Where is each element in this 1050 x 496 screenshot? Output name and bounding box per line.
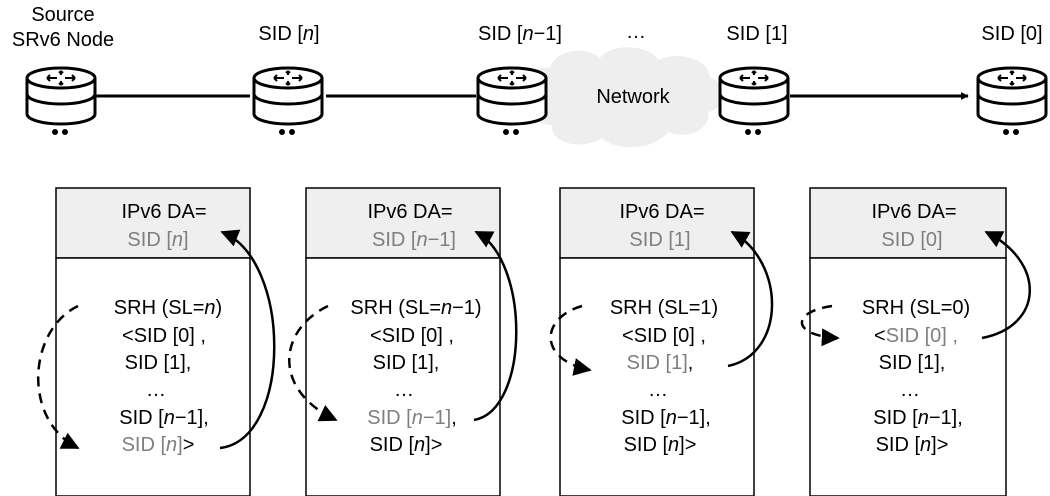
packet-4-srh: SRH (SL=0) — [862, 297, 970, 319]
packet-2-srh: SRH (SL=n−1) — [350, 297, 481, 319]
router-icon-sid-n — [252, 66, 324, 137]
packet-1-list-sid0: <SID [0] , — [122, 325, 206, 347]
packet-4-list-ellipsis: … — [900, 379, 920, 401]
node-label-sid-1: SID [1] — [726, 23, 787, 45]
packet-4-list-sidn: SID [n]> — [876, 434, 949, 456]
packet-4-list-sid1: SID [1], — [879, 352, 946, 374]
packet-2-list-sidn1: SID [n−1], — [367, 407, 457, 429]
packet-2-da-value: SID [n−1] — [372, 229, 456, 251]
packet-2-header-box — [305, 187, 501, 259]
packet-3-list-sid0: <SID [0] , — [622, 325, 706, 347]
packet-2-list-sid0: <SID [0] , — [370, 325, 454, 347]
packet-3-da-label: IPv6 DA= — [619, 201, 704, 223]
packet-1-da-label: IPv6 DA= — [121, 201, 206, 223]
packet-4-solid-arrow — [981, 230, 1031, 340]
packet-4: IPv6 DA= SID [0] SRH (SL=0) <SID [0] , S… — [800, 187, 1031, 496]
packet-3-srh: SRH (SL=1) — [610, 297, 718, 319]
packet-2-solid-arrow — [473, 230, 518, 422]
packet-3-da-value: SID [1] — [629, 229, 690, 251]
packet-4-body-box — [809, 257, 1007, 496]
node-label-sid-n-1: SID [n−1] — [478, 23, 562, 45]
packet-3-solid-arrow — [727, 230, 774, 368]
packet-2-dashed-arrow — [288, 304, 338, 422]
packet-2-list-sidn: SID [n]> — [370, 434, 443, 456]
packet-1-list-sid1: SID [1], — [125, 352, 192, 374]
packet-3-body-box — [559, 257, 755, 496]
packet-4-list-sid0: <SID [0] , — [874, 325, 958, 347]
packet-2-list-ellipsis: … — [394, 379, 414, 401]
packet-4-da-value: SID [0] — [881, 229, 942, 251]
router-icon-source — [25, 66, 97, 137]
packet-2-list-sid1: SID [1], — [373, 352, 440, 374]
packet-3-list-sidn1: SID [n−1], — [621, 407, 711, 429]
packet-1-body-box — [55, 257, 251, 496]
packet-1-dashed-arrow — [37, 304, 80, 450]
packet-1-header-box — [55, 187, 251, 259]
packet-4-header-box — [809, 187, 1007, 259]
node-label-sid-0: SID [0] — [981, 23, 1042, 45]
router-icon-sid-n-1 — [476, 66, 548, 137]
packet-2-body-box — [305, 257, 501, 496]
source-node-label-line1: Source — [31, 4, 94, 26]
packet-1-da-value: SID [n] — [127, 229, 188, 251]
packet-3: IPv6 DA= SID [1] SRH (SL=1) <SID [0] , S… — [549, 187, 774, 496]
packet-3-header-box — [559, 187, 755, 259]
packet-2-da-label: IPv6 DA= — [367, 201, 452, 223]
packet-1-srh: SRH (SL=n) — [114, 297, 222, 319]
node-label-ellipsis: … — [626, 21, 646, 43]
packet-3-list-ellipsis: … — [648, 379, 668, 401]
packet-3-list-sidn: SID [n]> — [624, 434, 697, 456]
packet-1-list-sidn1: SID [n−1], — [119, 407, 209, 429]
packet-1: IPv6 DA= SID [n] SRH (SL=n) <SID [0] , S… — [37, 187, 276, 496]
packet-2: IPv6 DA= SID [n−1] SRH (SL=n−1) <SID [0]… — [288, 187, 518, 496]
network-label: Network — [596, 86, 670, 108]
router-icon-sid-0 — [976, 66, 1048, 137]
node-label-sid-n: SID [n] — [258, 23, 319, 45]
packet-1-list-sidn: SID [n]> — [122, 434, 195, 456]
network-cloud — [527, 47, 724, 148]
packet-3-list-sid1: SID [1], — [627, 352, 694, 374]
packet-1-solid-arrow — [219, 229, 276, 450]
packet-4-list-sidn1: SID [n−1], — [873, 407, 963, 429]
packet-4-da-label: IPv6 DA= — [871, 201, 956, 223]
source-node-label-line2: SRv6 Node — [12, 29, 114, 51]
packet-4-dashed-arrow — [800, 304, 840, 347]
packet-1-list-ellipsis: … — [146, 379, 166, 401]
router-icon-sid-1 — [718, 66, 790, 137]
packet-3-dashed-arrow — [549, 304, 592, 376]
